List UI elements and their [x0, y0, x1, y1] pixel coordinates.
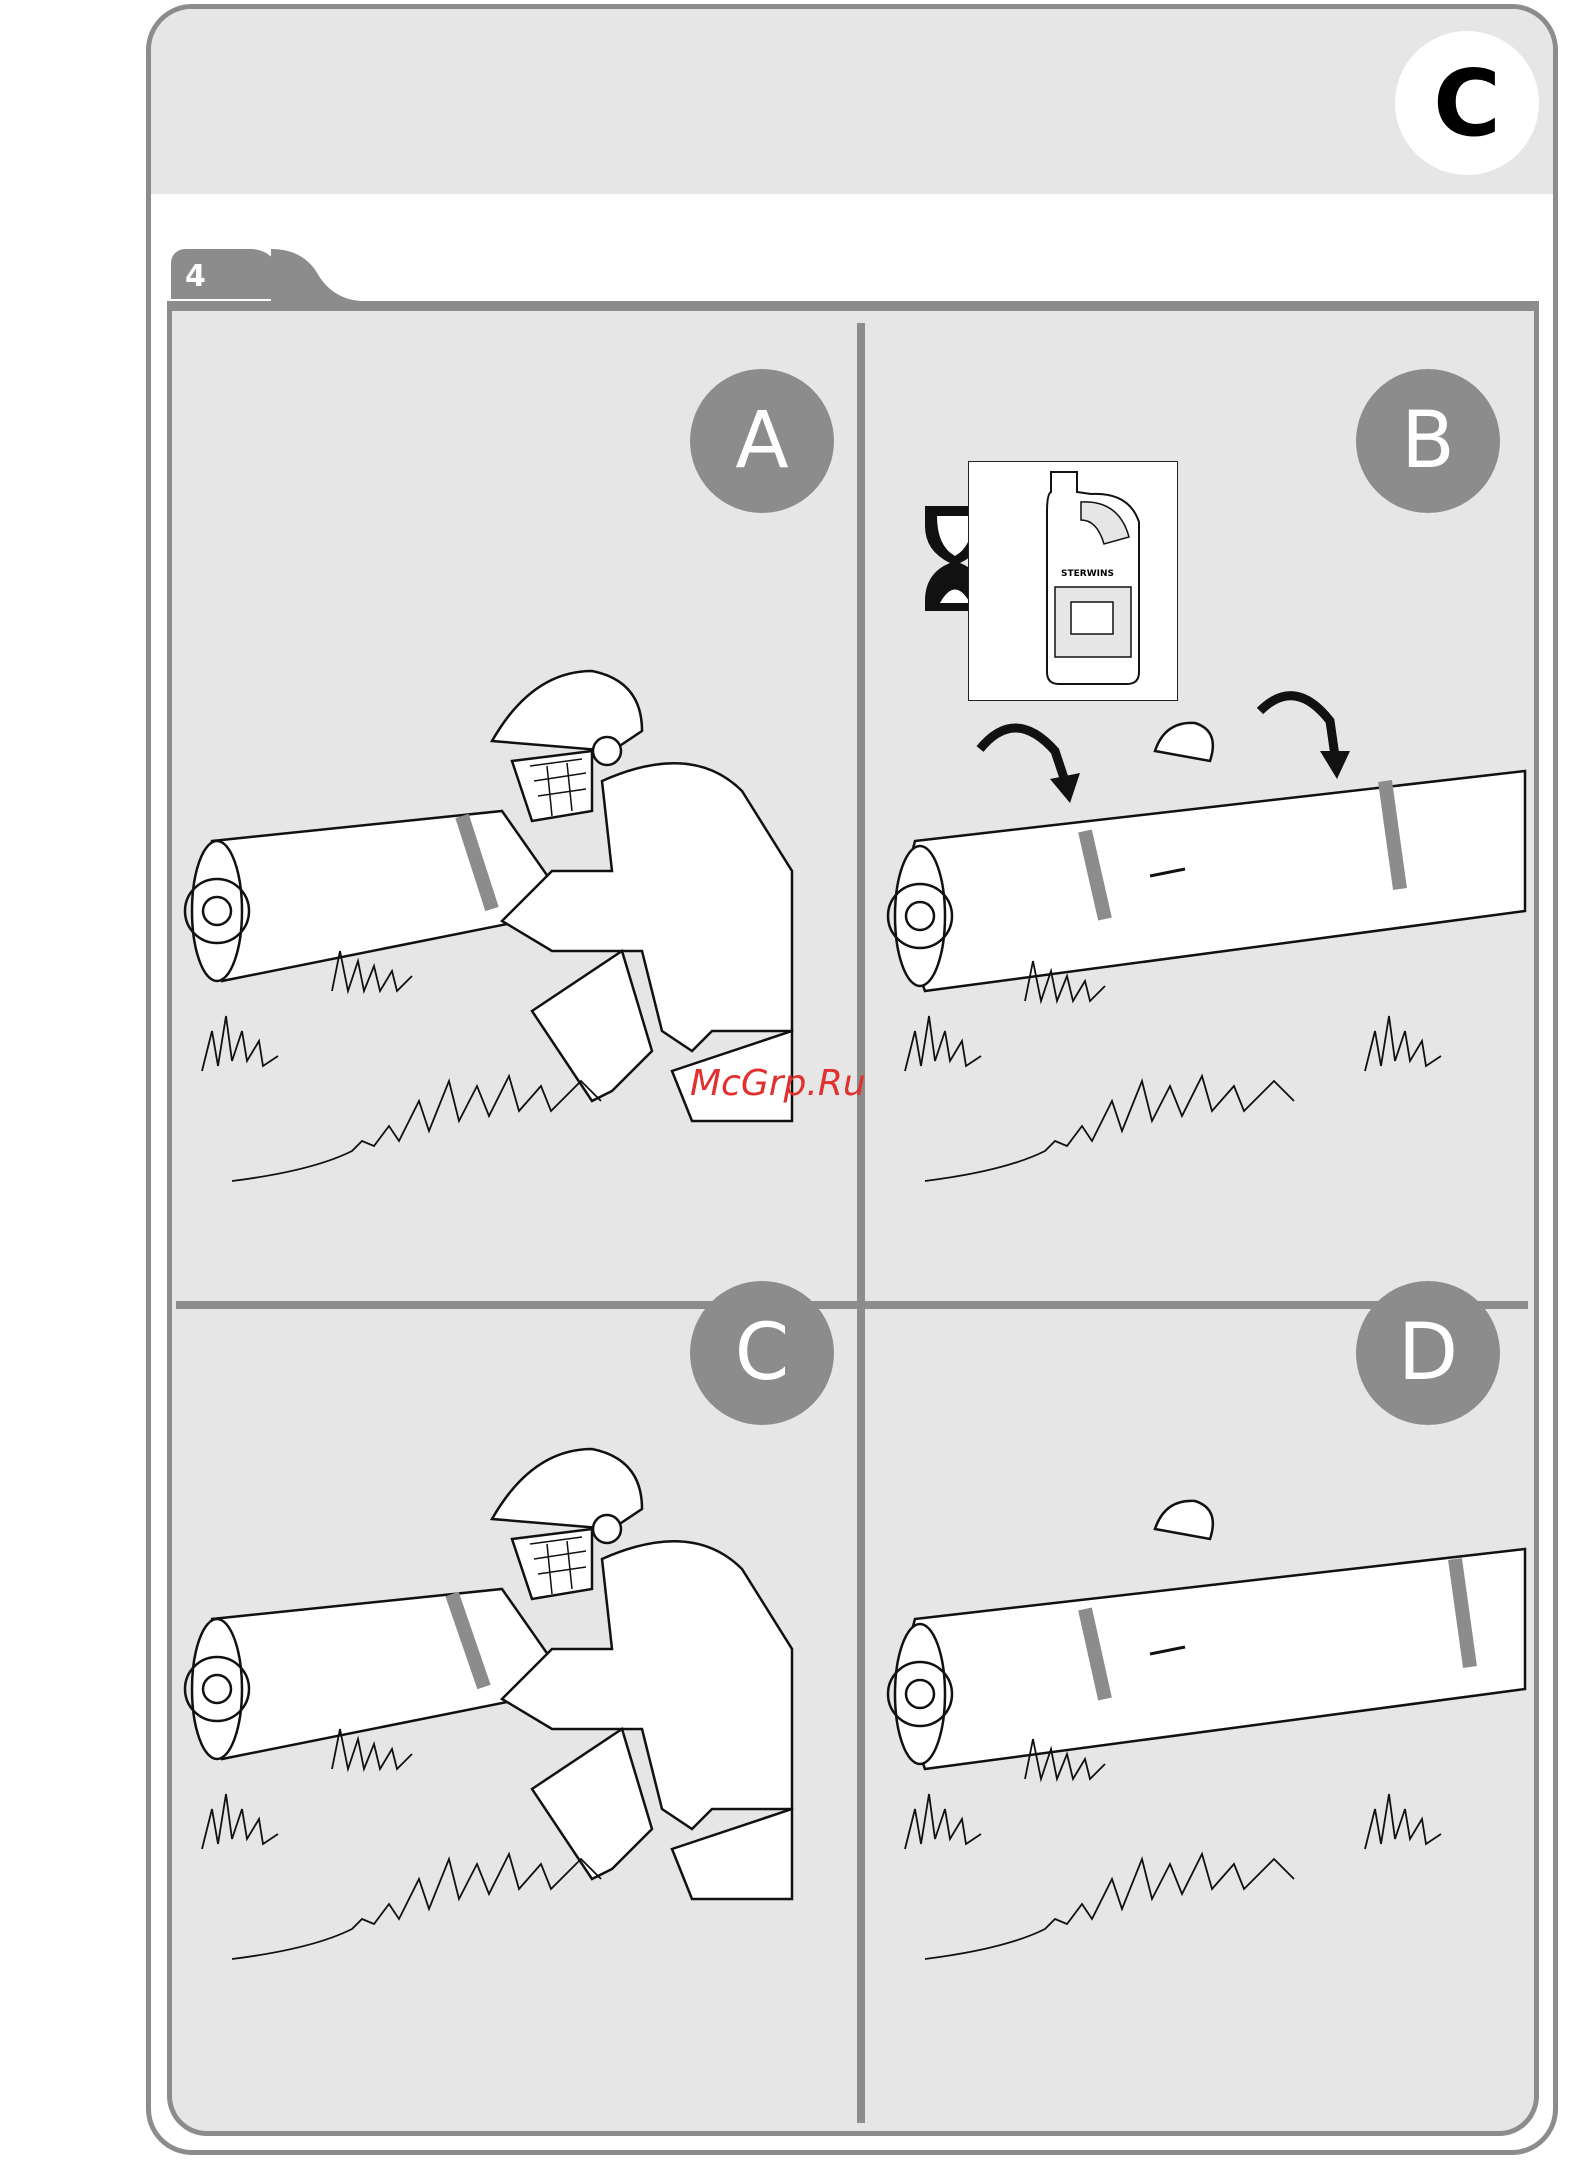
panel-a: A: [172, 311, 857, 1301]
illustration-panels: A: [167, 301, 1539, 2136]
step-number-tab: 4: [171, 249, 281, 299]
log-icon: [888, 723, 1525, 991]
cut-log-result-illustration: [865, 1309, 1535, 2129]
grass-icon: [905, 1739, 1441, 1959]
worker-figure-icon: [492, 671, 792, 1121]
panel-c: C: [172, 1309, 857, 2129]
log-rotation-illustration: [865, 311, 1535, 1301]
grass-icon: [202, 1729, 601, 1959]
oil-bottle-icon: STERWINS: [969, 462, 1176, 699]
step-tab-slope: [271, 249, 361, 301]
grass-icon: [202, 951, 601, 1181]
log-icon: [185, 811, 572, 981]
panel-d: D: [865, 1309, 1535, 2129]
grass-icon: [905, 961, 1441, 1181]
watermark-text: McGrp.Ru: [690, 1063, 866, 1104]
worker-figure-icon: [492, 1449, 792, 1899]
chain-oil-bottle-image: STERWINS: [968, 461, 1178, 701]
vertical-divider: [857, 323, 865, 2123]
horizontal-divider: [176, 1301, 1528, 1309]
log-icon: [185, 1589, 572, 1759]
person-sawing-log-illustration: [172, 311, 857, 1301]
header-band: [151, 9, 1553, 194]
section-badge: C: [1395, 31, 1539, 175]
log-icon: [888, 1501, 1525, 1769]
person-sawing-log-second-cut-illustration: [172, 1309, 857, 2129]
panel-b: B: [865, 311, 1535, 1301]
rotate-arrow-icon: [980, 696, 1335, 781]
product-brand-label: STERWINS: [1061, 569, 1114, 579]
